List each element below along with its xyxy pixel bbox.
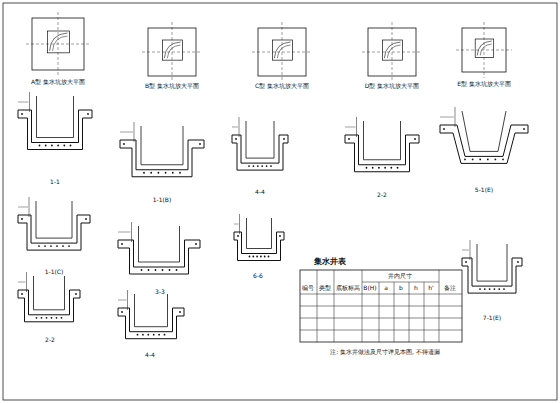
view-title: 4-4 (144, 352, 156, 359)
section-views (18, 92, 528, 339)
view-title: 1-1(B) (152, 197, 173, 204)
view-title: B型 集水坑放大平面 (144, 83, 200, 90)
table-text: 编号 (301, 285, 315, 292)
view-title: 5-1(E) (474, 187, 494, 194)
view-title: E型 集水坑放大平面 (456, 81, 512, 88)
table-text: 集水井表 (313, 258, 347, 267)
note-text: 注: 集水井做法及尺寸详见本图, 不得遗漏 (329, 349, 441, 356)
view-title: A型 集水坑放大平面 (30, 79, 86, 86)
schedule-table (300, 270, 462, 342)
table-text: 类型 (318, 285, 332, 292)
view-title: 7-1(E) (482, 315, 502, 322)
sheet-border (3, 3, 557, 400)
table-text: 底板标高 (335, 285, 361, 292)
view-title: D型 集水坑放大平面 (364, 83, 421, 90)
table-text: 备注 (443, 285, 457, 292)
table-text: b (398, 285, 404, 292)
view-title: 2-2 (44, 337, 56, 344)
table-text: B(H) (362, 285, 377, 292)
view-title: C型 集水坑放大平面 (254, 83, 310, 90)
view-title: 6-6 (252, 273, 264, 280)
view-title: 1-1 (49, 179, 61, 186)
view-title: 4-4 (254, 189, 266, 196)
table-text: 井内尺寸 (387, 273, 413, 280)
view-title: 3-3 (154, 289, 166, 296)
table-text: a (383, 285, 389, 292)
view-title: 2-2 (376, 192, 388, 199)
view-title: 1-1(C) (44, 269, 65, 276)
table-text: h (413, 285, 419, 292)
table-text: h' (427, 285, 434, 292)
plan-views (26, 12, 512, 82)
